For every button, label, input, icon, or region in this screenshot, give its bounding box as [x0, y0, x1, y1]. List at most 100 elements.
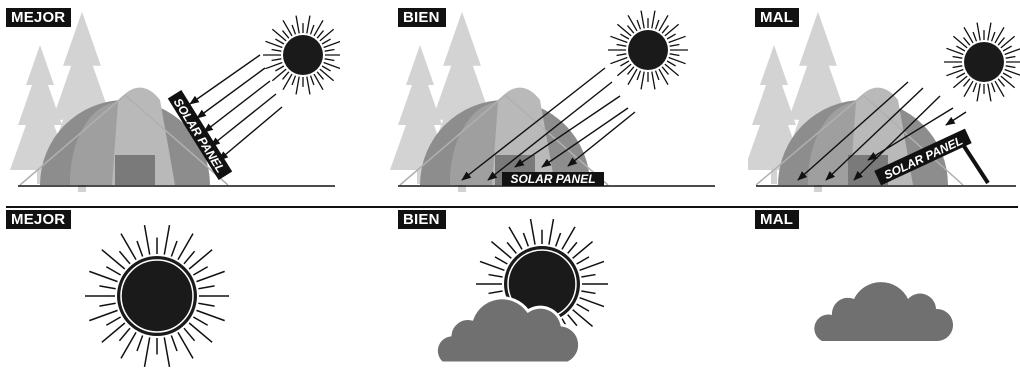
sun-ray [317, 31, 323, 39]
sun-ray [317, 72, 323, 80]
sun-ray [480, 261, 504, 270]
sun-ray [577, 304, 589, 311]
sun-ray [652, 11, 655, 29]
sun-ray [164, 337, 169, 367]
sun-icon [263, 16, 340, 95]
sun-ray [523, 233, 528, 246]
sun-ray [325, 49, 335, 51]
sun-ray [988, 23, 991, 41]
sun-ray [581, 291, 595, 293]
sun-ray [119, 328, 130, 341]
sun-ray [99, 303, 115, 306]
sun-ray [620, 34, 629, 39]
sun-ray [292, 25, 295, 34]
sun-ray [977, 84, 980, 102]
sun-ray [137, 335, 143, 351]
sun-ray [988, 84, 991, 102]
weather-bien: BIEN [380, 207, 720, 382]
sun-ray [617, 64, 631, 76]
sun-ray [1006, 66, 1016, 68]
sun-ray [1001, 76, 1015, 88]
sun-ray [652, 72, 655, 90]
sun-ray [164, 225, 169, 255]
sun-ray [956, 46, 965, 51]
sun-ray [145, 337, 150, 367]
sun-ray [953, 66, 963, 68]
rating-badge-mejor: MEJOR [6, 8, 71, 27]
sun-ray [322, 66, 331, 71]
sun-ray [489, 291, 503, 293]
sun-ray [184, 251, 195, 264]
rating-badge-mal: MAL [755, 210, 799, 229]
sun-ray [99, 286, 115, 289]
sun-ray [89, 310, 117, 320]
sun-ray [106, 267, 120, 275]
sun-ray [992, 32, 995, 41]
sun-ray [307, 77, 310, 95]
sun-ray [662, 67, 668, 75]
sun-ray [1001, 36, 1015, 48]
sun-icon [944, 23, 1020, 102]
rating-badge-mal: MAL [755, 8, 799, 27]
scene-mal-illustration: SOLAR PANEL [748, 0, 1020, 192]
sun-ray [311, 25, 314, 34]
sun-ray [998, 79, 1004, 87]
sun-ray [325, 59, 335, 61]
sun-ray [620, 61, 629, 66]
weather-mal-illustration [748, 207, 1020, 382]
sun-ray [296, 16, 299, 34]
sun-ray [198, 303, 214, 306]
sun-ray [617, 44, 627, 46]
sun-ray [311, 76, 314, 85]
solar-panel-label: SOLAR PANEL [510, 172, 595, 186]
sun-ray [662, 26, 668, 34]
sun-ray [656, 20, 659, 29]
sun-ray [992, 83, 995, 92]
sun-ray [171, 335, 177, 351]
sun-ray [617, 54, 627, 56]
sun-icon [608, 11, 688, 90]
sun-ray [320, 69, 334, 81]
scene-bien-illustration: SOLAR PANEL [380, 0, 720, 192]
sun-ray [637, 20, 640, 29]
sun-ray [495, 257, 507, 264]
sun-ray [667, 61, 676, 66]
sun-ray [956, 73, 965, 78]
sun-ray [89, 271, 117, 281]
sun-ray [275, 39, 284, 44]
sun-ray [977, 23, 980, 41]
sun-ray [617, 24, 631, 36]
sun-ray [628, 67, 634, 75]
sun-ray [1003, 46, 1012, 51]
sun-ray [667, 34, 676, 39]
sun-ray [531, 219, 536, 245]
rating-badge-bien: BIEN [398, 8, 446, 27]
sun-ray [964, 79, 970, 87]
sun-ray [106, 317, 120, 325]
scene-bien: SOLAR PANEL BIEN [380, 0, 720, 192]
sun-ray [628, 26, 634, 34]
sun-ray [193, 267, 207, 275]
sun-ray [292, 76, 295, 85]
rating-badge-mejor: MEJOR [6, 210, 71, 229]
sun-ray [275, 66, 284, 71]
sun-ray [665, 24, 679, 36]
sun-ray [119, 251, 130, 264]
sun-ray [964, 38, 970, 46]
sun-ray [953, 56, 963, 58]
cloud-icon [814, 282, 953, 341]
sun-ray [641, 11, 644, 29]
weather-bien-illustration [380, 207, 720, 382]
sun-ray [184, 328, 195, 341]
sun-ray [272, 69, 286, 81]
sun-ray [953, 36, 967, 48]
sun-ray [670, 54, 680, 56]
sun-ray [1006, 56, 1016, 58]
sun-ray [953, 76, 967, 88]
scene-mejor-illustration: SOLAR PANEL [0, 0, 340, 192]
sun-ray [637, 71, 640, 80]
sun-ray [568, 315, 577, 326]
sun-icon [85, 225, 229, 367]
sun-ray [198, 286, 214, 289]
sun-ray [568, 242, 577, 253]
